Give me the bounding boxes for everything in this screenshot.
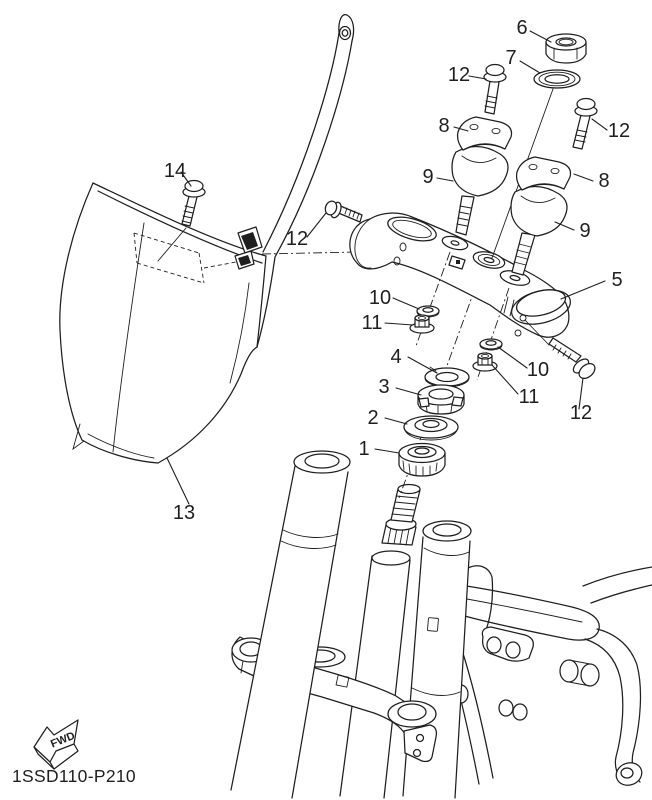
part-bolt-12-mid-left <box>323 200 362 222</box>
callout-12-mid-right: 12 <box>570 402 592 424</box>
callout-9-right: 9 <box>579 220 590 242</box>
callout-2: 2 <box>367 407 378 429</box>
callout-12-top-left: 12 <box>448 64 470 86</box>
callout-10-left: 10 <box>369 287 391 309</box>
part-cover-washer-2 <box>404 416 458 440</box>
callout-11-left: 11 <box>362 312 383 334</box>
callout-3: 3 <box>378 376 389 398</box>
part-bearing-1 <box>399 444 445 477</box>
part-steering-nut-6 <box>546 34 586 63</box>
diagram-code: 1SSD110-P210 <box>12 766 136 786</box>
fork-tube-left <box>231 451 350 798</box>
part-bolt-12-top-left <box>484 65 506 115</box>
part-nut-11-right <box>473 353 497 371</box>
pinch-bolt-axis <box>525 320 549 345</box>
callout-5: 5 <box>611 269 622 291</box>
number-plate <box>60 183 266 463</box>
plate-stay <box>235 15 354 347</box>
callout-13: 13 <box>173 502 195 524</box>
part-ring-nut-3 <box>418 385 464 414</box>
callout-1: 1 <box>358 438 369 460</box>
part-washer-10-right <box>480 339 502 350</box>
handle-holder-lower-right-9 <box>511 186 567 275</box>
callout-11-right: 11 <box>519 386 540 408</box>
part-washer-7 <box>534 70 580 88</box>
callout-labels: 14 6 7 12 12 8 9 8 9 12 5 10 11 4 3 2 1 … <box>164 17 630 524</box>
callout-8-right: 8 <box>598 170 609 192</box>
part-nut-11-left <box>410 315 434 333</box>
callout-10-right: 10 <box>527 359 549 381</box>
callout-7: 7 <box>505 47 516 69</box>
callout-14: 14 <box>164 160 186 182</box>
callout-9-left: 9 <box>422 166 433 188</box>
callout-6: 6 <box>516 17 527 39</box>
leader-lines <box>167 31 607 504</box>
callout-4: 4 <box>390 346 401 368</box>
callout-12-mid-left: 12 <box>286 228 308 250</box>
plate-to-crown-axis <box>262 252 358 254</box>
handle-holder-upper-right-8 <box>517 157 571 190</box>
frame <box>440 566 652 789</box>
handle-holder-upper-left-8 <box>458 117 512 150</box>
callout-12-top-right: 12 <box>608 120 630 142</box>
part-bolt-12-mid-right <box>549 338 598 381</box>
callout-8-left: 8 <box>438 115 449 137</box>
handle-crown <box>350 212 574 337</box>
part-bolt-14 <box>158 181 205 262</box>
fwd-arrow: FWD <box>34 720 78 769</box>
handle-holder-lower-left-9 <box>452 146 508 235</box>
part-bolt-12-top-right <box>573 99 597 150</box>
